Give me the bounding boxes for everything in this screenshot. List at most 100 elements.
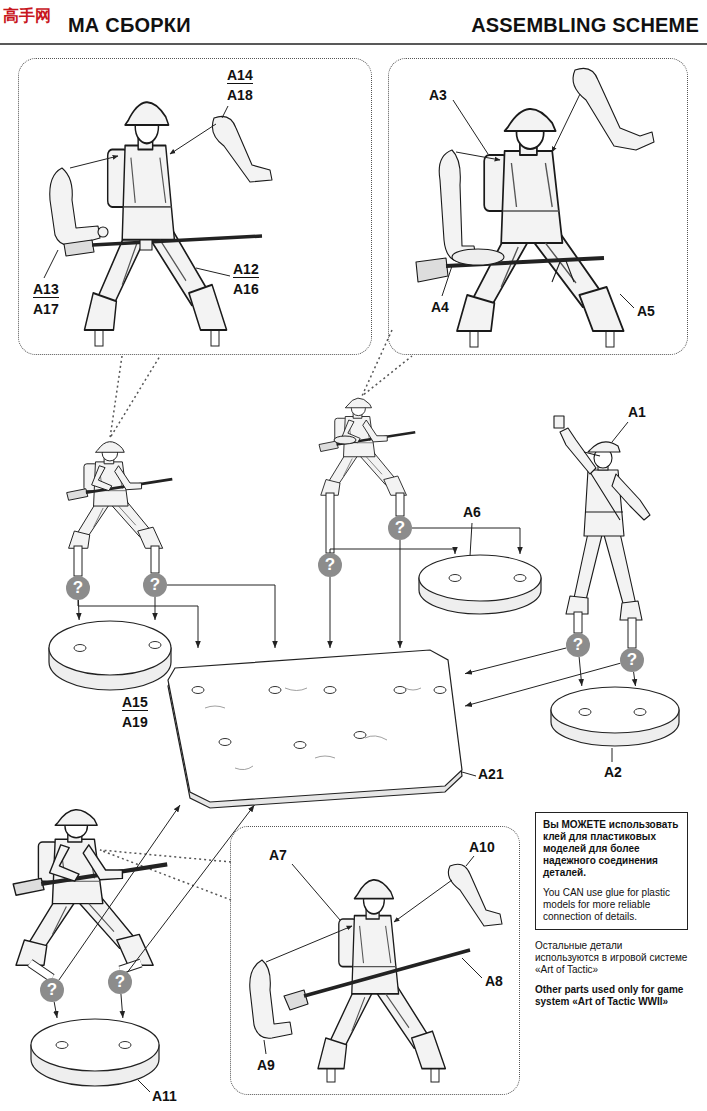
question-mark: ?: [620, 651, 644, 669]
base-outline: [551, 687, 679, 746]
peg-hole: [434, 687, 446, 694]
question-mark: ?: [143, 576, 167, 594]
connector: [330, 549, 455, 554]
officer-figure: [620, 601, 642, 620]
peg-hole: [56, 1042, 68, 1049]
callout-number: A8: [485, 973, 503, 989]
callout-number: A14: [227, 67, 253, 84]
peg-hole: [324, 687, 336, 694]
round-base: A6: [418, 554, 542, 614]
base-top: [31, 1019, 159, 1071]
peg-hole: [294, 742, 306, 749]
part-label: A15: [122, 694, 148, 711]
connector: [412, 528, 520, 554]
exploded-figure: [620, 294, 634, 308]
round-base: A15A19: [48, 620, 172, 690]
officer-figure: [588, 442, 620, 452]
peg: [151, 546, 159, 573]
round-base: A11: [30, 1018, 160, 1086]
officer-figure: [554, 416, 650, 620]
peg: [396, 493, 404, 516]
leader-line: [138, 1080, 150, 1092]
exploded-figure: [250, 856, 502, 1069]
exploded-figure: [448, 864, 502, 926]
leader-line: [462, 772, 476, 776]
part-label: A21: [478, 766, 504, 782]
exploded-figure: [442, 94, 634, 308]
exploded-figure: [552, 94, 580, 152]
exploded-figure: [457, 109, 624, 331]
peg-hole: [192, 687, 204, 694]
peg-hole: [449, 575, 461, 582]
round-base-shape: [48, 620, 172, 690]
exploded-figure: [453, 100, 488, 154]
exploded-figure: [222, 106, 228, 118]
peg-hole: [119, 1042, 131, 1049]
header-rule: [0, 44, 707, 45]
exploded-figure: [266, 926, 352, 962]
part-label: A6: [463, 504, 481, 520]
peg-marker: ?: [566, 633, 590, 657]
ground-texture: [205, 688, 421, 770]
connector: [634, 672, 636, 686]
exploded-figure: [264, 856, 482, 1054]
callout-number: A12: [233, 261, 259, 278]
callout-number: A7: [269, 847, 287, 863]
leader-line: [612, 748, 613, 762]
connector: [465, 648, 566, 674]
exploded-figure: [264, 1040, 266, 1054]
connector: [127, 805, 254, 972]
callout-number: A18: [227, 87, 253, 103]
exploded-figure: [98, 227, 108, 237]
peg-marker: ?: [318, 553, 342, 577]
exploded-figure: [573, 68, 654, 150]
exploded-figure: [416, 68, 654, 282]
header-rule: [0, 43, 707, 45]
callout-number: A10: [469, 839, 495, 855]
question-mark: ?: [40, 981, 64, 999]
question-mark: ?: [318, 556, 342, 574]
base-outline: [49, 621, 171, 690]
peg-marker: ?: [388, 516, 412, 540]
round-base-shape: [30, 1018, 160, 1086]
soldier-figure: [319, 420, 415, 452]
peg: [326, 493, 334, 553]
base-top: [419, 555, 541, 601]
peg-hole: [269, 687, 281, 694]
officer-figure: [612, 474, 650, 520]
exploded-figure: [416, 68, 654, 331]
peg: [628, 618, 636, 648]
round-base: A2: [550, 686, 680, 746]
exploded-figure: [439, 150, 476, 262]
soldier-figure: [67, 442, 173, 549]
note-text: Вы МОЖЕТЕ использовать клей для пластико…: [543, 819, 680, 879]
exploded-figure: [462, 958, 482, 978]
bubble-tails: [362, 330, 412, 396]
connector: [579, 657, 582, 686]
base-outline: [419, 555, 541, 614]
exploded-figure: [44, 250, 58, 278]
peg-hole: [579, 709, 591, 716]
base-outline: [31, 1019, 159, 1086]
peg-hole: [634, 709, 646, 716]
callout-number: A13: [33, 281, 59, 298]
callout-number: A9: [257, 1057, 275, 1073]
peg-marker: ?: [143, 573, 167, 597]
exploded-figure: [456, 152, 500, 160]
callout-bubble: A14A18A12A16A13A17: [18, 58, 372, 355]
exploded-figure: [44, 102, 272, 330]
exploded-figure: [212, 116, 272, 182]
exploded-figure: [284, 990, 308, 1010]
soldier-figure: [319, 398, 415, 495]
exploded-figure: [416, 258, 448, 282]
base-slab-shape: [165, 648, 465, 805]
connector: [155, 597, 156, 620]
page-heading: ASSEMBLING SCHEME: [471, 13, 699, 37]
callout-bubble: A3A4A5: [388, 58, 688, 355]
connector: [330, 577, 331, 648]
exploded-figure: [50, 116, 272, 256]
callout-number: A3: [429, 87, 447, 103]
exploded-figure: [552, 261, 574, 282]
peg-hole: [354, 732, 366, 739]
